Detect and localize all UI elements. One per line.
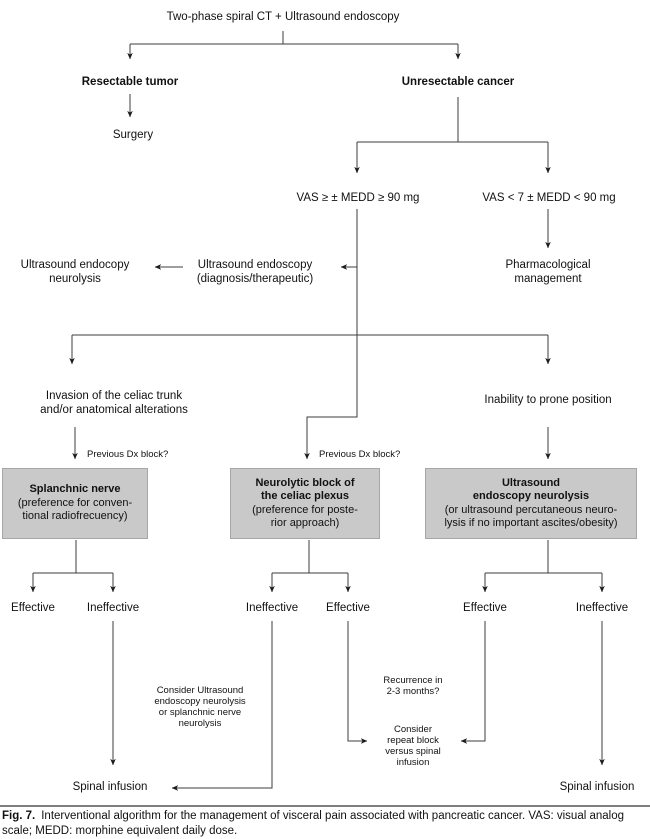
box-splanchnic-nerve: Splanchnic nerve (preference for conven-… — [2, 468, 148, 539]
label-previous-dx-block-left: Previous Dx block? — [87, 449, 169, 460]
node-resectable-tumor: Resectable tumor — [81, 76, 179, 88]
box-splanchnic-subtitle: (preference for conven- tional radiofrec… — [17, 496, 133, 523]
figure-caption-label: Fig. 7. — [2, 810, 36, 822]
box-neurolytic-subtitle: (preference for poste- rior approach) — [252, 503, 358, 530]
box-ultrasound-title: Ultrasound endoscopy neurolysis — [472, 476, 590, 503]
node-root: Two-phase spiral CT + Ultrasound endosco… — [166, 11, 400, 23]
node-vas-low: VAS < 7 ± MEDD < 90 mg — [482, 192, 616, 204]
node-celiac-invasion: Invasion of the celiac trunk and/or anat… — [40, 390, 188, 416]
outcome-ineffective-3: Ineffective — [575, 602, 629, 614]
box-neurolytic-celiac-plexus: Neurolytic block of the celiac plexus (p… — [230, 468, 380, 539]
note-recurrence: Recurrence in 2-3 months? — [383, 675, 443, 697]
figure-caption-text: Interventional algorithm for the managem… — [2, 810, 625, 837]
outcome-effective-3: Effective — [463, 602, 507, 614]
node-unresectable-cancer: Unresectable cancer — [401, 76, 515, 88]
figure-caption: Fig. 7.Interventional algorithm for the … — [2, 809, 648, 838]
outcome-effective-1: Effective — [11, 602, 55, 614]
node-vas-high: VAS ≥ ± MEDD ≥ 90 mg — [296, 192, 420, 204]
box-ultrasound-subtitle: (or ultrasound percutaneous neuro- lysis… — [444, 503, 618, 530]
node-ultrasound-endoscopy-diagnostic: Ultrasound endoscopy (diagnosis/therapeu… — [196, 259, 314, 285]
outcome-effective-2: Effective — [326, 602, 370, 614]
box-ultrasound-endoscopy-neurolysis: Ultrasound endoscopy neurolysis (or ultr… — [425, 468, 637, 539]
node-inability-prone: Inability to prone position — [484, 394, 612, 406]
node-spinal-infusion-right: Spinal infusion — [559, 781, 635, 793]
node-spinal-infusion-left: Spinal infusion — [72, 781, 148, 793]
node-ultrasound-endoscopy-neurolysis: Ultrasound endocopy neurolysis — [20, 259, 130, 285]
node-surgery: Surgery — [112, 129, 154, 141]
box-neurolytic-title: Neurolytic block of the celiac plexus — [255, 476, 355, 503]
outcome-ineffective-1: Ineffective — [86, 602, 140, 614]
note-consider-repeat-block: Consider repeat block versus spinal infu… — [385, 724, 441, 768]
node-pharmacological-management: Pharmacological management — [505, 259, 591, 285]
label-previous-dx-block-middle: Previous Dx block? — [319, 449, 401, 460]
note-consider-ultrasound-neurolysis: Consider Ultrasound endoscopy neurolysis… — [154, 685, 246, 729]
box-splanchnic-title: Splanchnic nerve — [29, 483, 121, 496]
outcome-ineffective-2: Ineffective — [245, 602, 299, 614]
